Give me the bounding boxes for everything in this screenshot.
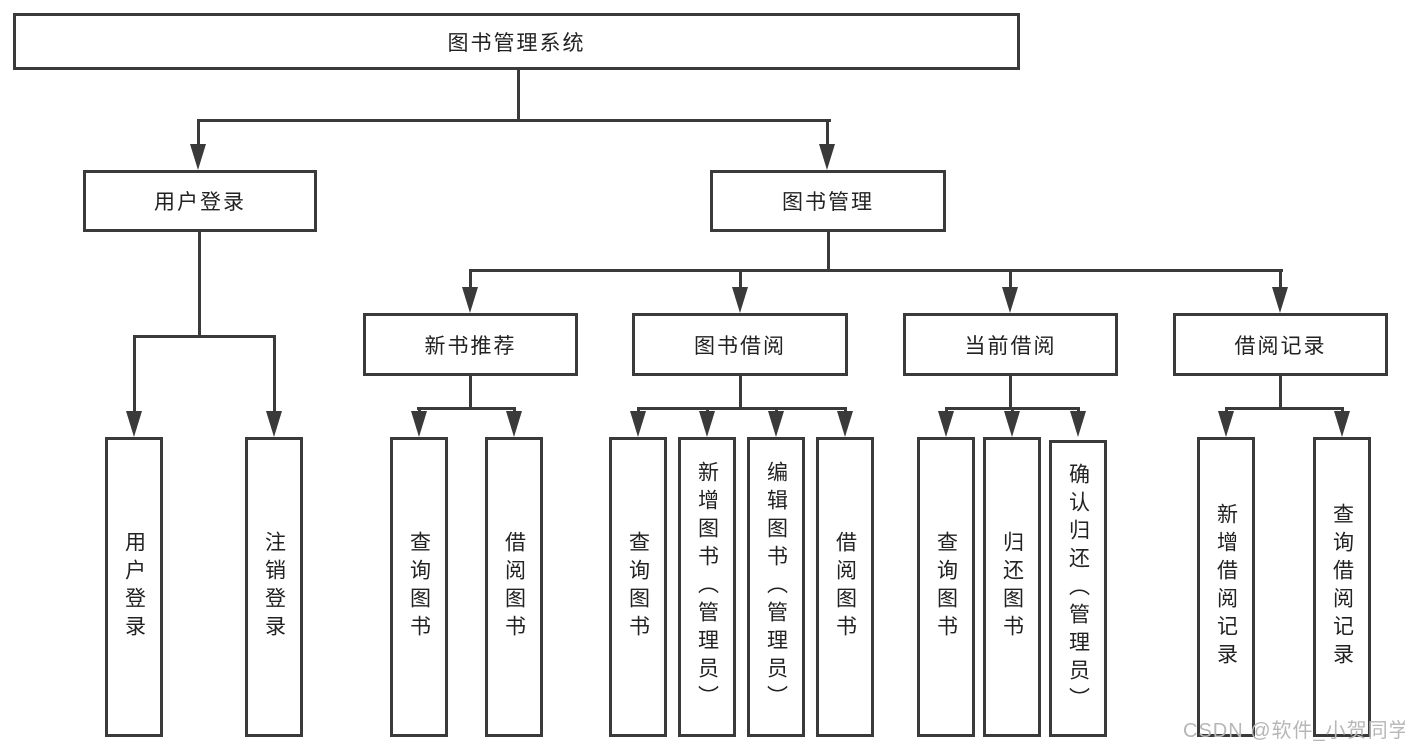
connector-stem [469,271,472,290]
connector-stem [1009,271,1012,290]
leaf-label: 编辑图书（管理员） [764,461,788,713]
node-book-borrow: 图书借阅 [632,313,848,376]
leaf-label: 归还图书 [1000,531,1024,643]
leaf-query-borrow-record: 查询借阅记录 [1313,437,1371,737]
leaf-borrow-books-recommend: 借阅图书 [485,437,543,737]
leaf-label: 用户登录 [122,531,146,643]
leaf-query-books-recommend: 查询图书 [390,437,448,737]
leaf-label: 查询图书 [934,531,958,643]
node-root: 图书管理系统 [13,13,1020,70]
leaf-confirm-return-admin: 确认归还（管理员） [1049,440,1107,737]
connector-user-login-bar [133,335,276,338]
leaf-borrow-books: 借阅图书 [816,437,874,737]
connector-stem [739,271,742,290]
arrow-head [630,411,646,437]
connector-new-book-bar [417,407,516,410]
connector-book-management-trunk [827,232,830,270]
arrow-head [1004,411,1020,437]
arrow-head [462,287,478,313]
arrow-head [1272,287,1288,313]
arrow-head [819,144,835,170]
leaf-user-login: 用户登录 [105,437,163,737]
leaf-label: 新增图书（管理员） [695,461,719,713]
node-book-management: 图书管理 [710,170,946,232]
leaf-label: 查询图书 [407,531,431,643]
leaf-edit-book-admin: 编辑图书（管理员） [747,437,805,737]
arrow-head [1002,287,1018,313]
arrow-head [699,411,715,437]
arrow-head [411,411,427,437]
arrow-head [732,287,748,313]
arrow-head [1070,411,1086,437]
node-borrow-record: 借阅记录 [1173,313,1388,376]
connector-book-borrow-trunk [739,376,742,408]
connector-stem [133,337,136,413]
arrow-head [126,411,142,437]
arrow-head [506,411,522,437]
leaf-return-book: 归还图书 [983,437,1041,737]
connector-current-borrow-bar [945,407,1080,410]
leaf-label: 注销登录 [262,531,286,643]
arrow-head [768,411,784,437]
node-new-book-recommend: 新书推荐 [363,313,578,376]
csdn-watermark: CSDN @软件_小贺同学 [1183,720,1405,742]
connector-root-bar [197,119,831,122]
arrow-head [266,411,282,437]
arrow-head [1334,411,1350,437]
leaf-label: 确认归还（管理员） [1066,462,1090,715]
connector-root-trunk [517,70,520,120]
connector-user-login-trunk [198,232,201,336]
connector-borrow-record-bar [1225,407,1344,410]
connector-stem [1279,271,1282,290]
leaf-label: 查询图书 [626,531,650,643]
leaf-query-books-borrow: 查询图书 [609,437,667,737]
node-current-borrow: 当前借阅 [903,313,1118,376]
connector-book-management-bar [469,269,1283,272]
leaf-logout: 注销登录 [245,437,303,737]
arrow-head [837,411,853,437]
connector-current-borrow-trunk [1009,376,1012,408]
leaf-label: 查询借阅记录 [1330,503,1354,671]
connector-stem [197,120,200,146]
connector-new-book-trunk [469,376,472,408]
leaf-label: 借阅图书 [502,531,526,643]
connector-borrow-record-trunk [1279,376,1282,408]
connector-stem [273,337,276,413]
node-user-login: 用户登录 [83,170,317,232]
leaf-add-book-admin: 新增图书（管理员） [678,437,736,737]
leaf-label: 借阅图书 [833,531,857,643]
arrow-head [1218,411,1234,437]
connector-stem [826,120,829,146]
leaf-label: 新增借阅记录 [1214,503,1238,671]
arrow-head [938,411,954,437]
leaf-query-books-current: 查询图书 [917,437,975,737]
connector-book-borrow-bar [637,407,847,410]
leaf-add-borrow-record: 新增借阅记录 [1197,437,1255,737]
arrow-head [190,144,206,170]
